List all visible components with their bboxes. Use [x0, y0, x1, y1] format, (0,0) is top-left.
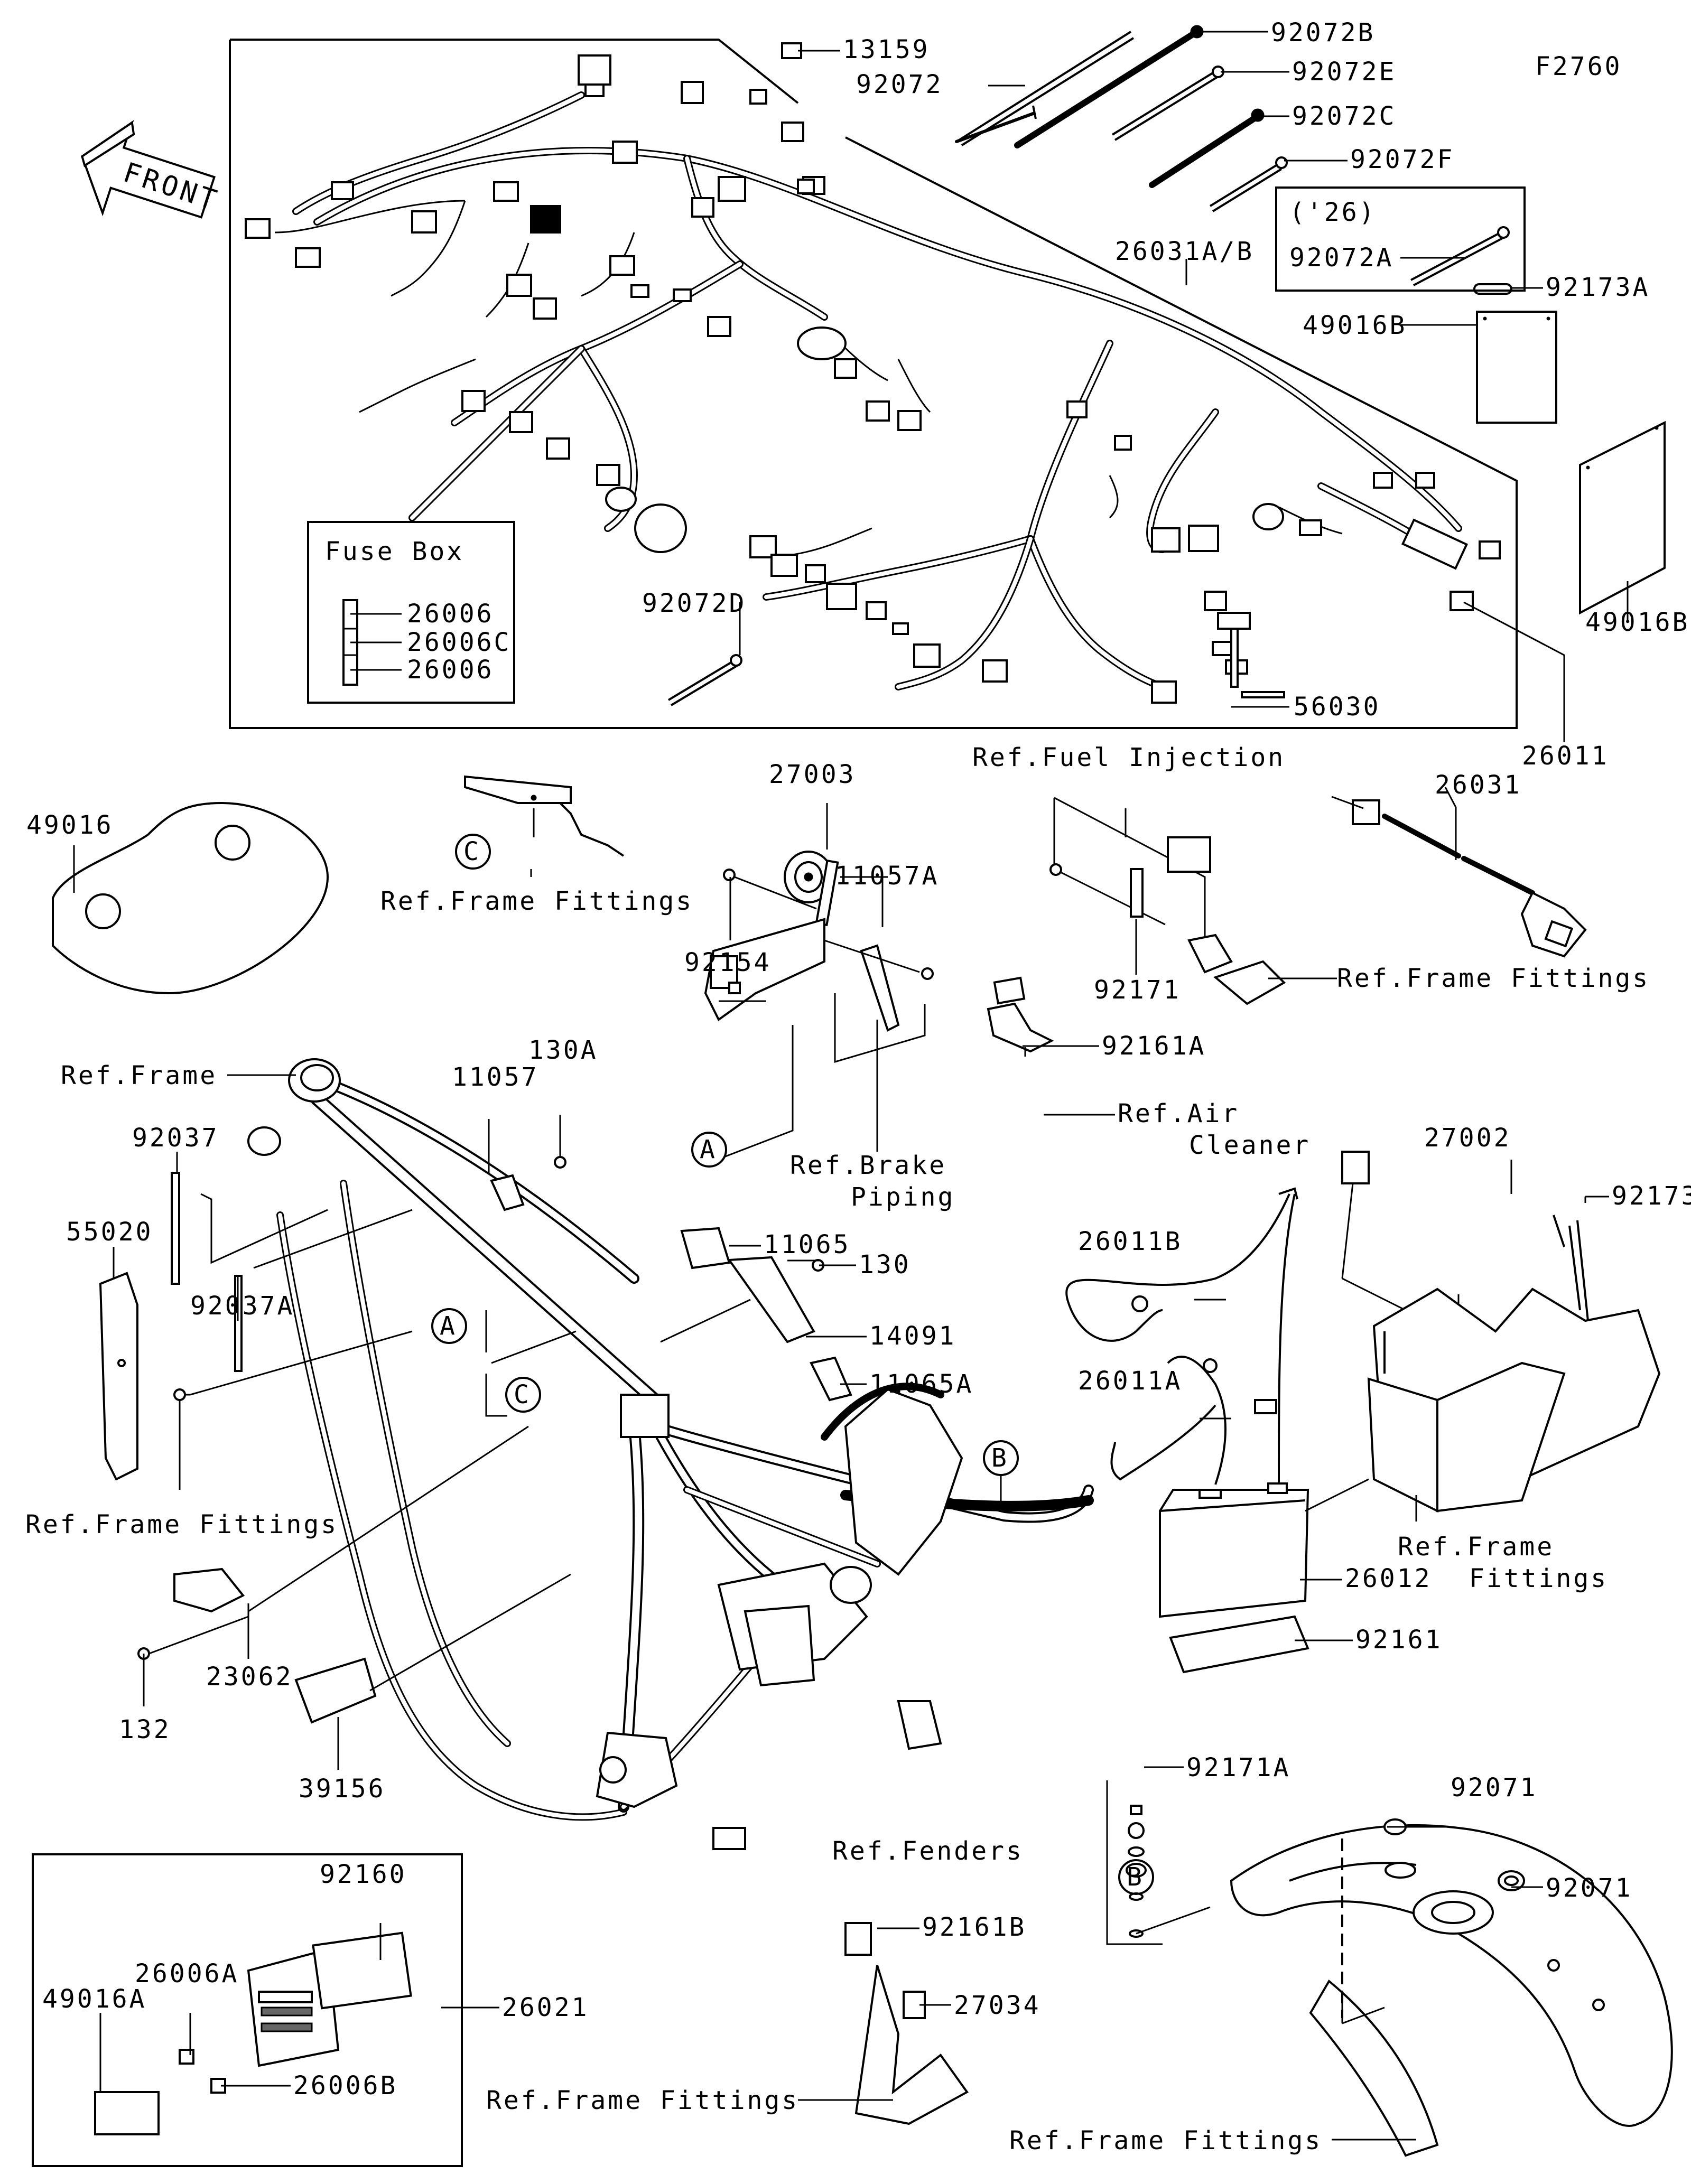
label-92072d: 92072D [642, 589, 746, 618]
frame-fitting-c [464, 775, 625, 857]
frame-small-parts [99, 836, 1211, 1724]
main-harness-group: Fuse Box 26006 26006C 26006 [229, 25, 1526, 729]
label-11065a: 11065A [869, 1369, 973, 1399]
label-132: 132 [119, 1715, 171, 1744]
label-92160: 92160 [320, 1860, 407, 1889]
fuel-injection-bracket [987, 797, 1286, 1053]
ref-frame-fittings-c: Ref.Frame Fittings [380, 886, 693, 916]
ecu-group [32, 1853, 463, 2167]
label-92154: 92154 [684, 948, 772, 977]
label-26012: 26012 [1345, 1564, 1432, 1593]
callout-b-fender: B [1127, 1862, 1144, 1892]
callout-c-top: C [463, 837, 481, 866]
rear-fender [1106, 1780, 1673, 2157]
fuse-26006-label: 26006 [407, 599, 494, 629]
label-26011: 26011 [1522, 741, 1609, 771]
label-sheets [52, 311, 1666, 995]
label-26006b: 26006B [293, 2071, 397, 2101]
label-26021: 26021 [502, 1993, 589, 2022]
label-11065: 11065 [764, 1230, 851, 1259]
label-92072f: 92072F [1350, 145, 1454, 174]
battery-case [1367, 1215, 1661, 1513]
label-130: 130 [859, 1250, 911, 1280]
label-92072a: 92072A [1289, 243, 1393, 273]
label-92072e: 92072E [1292, 57, 1396, 87]
label-11057a: 11057A [835, 861, 939, 891]
ref-frame-fittings-rear: Ref.Frame Fittings [1009, 2126, 1322, 2155]
label-92072b: 92072B [1271, 18, 1375, 48]
label-26006a: 26006A [135, 1959, 239, 1989]
sub-harness-26031 [1352, 799, 1587, 958]
relay-bracket [844, 1922, 1385, 2125]
callout-c-frame: C [514, 1380, 531, 1410]
ref-frame-fittings-right-1: Ref.Frame [1398, 1532, 1554, 1562]
ref-fenders: Ref.Fenders [832, 1836, 1024, 1866]
battery-assembly [1065, 1151, 1460, 1674]
ref-fuel-injection: Ref.Fuel Injection [972, 743, 1285, 772]
label-39156: 39156 [299, 1774, 386, 1804]
label-92171: 92171 [1094, 975, 1181, 1005]
label-92037: 92037 [132, 1123, 219, 1153]
label-92161: 92161 [1355, 1625, 1443, 1655]
ref-frame-fittings-left: Ref.Frame Fittings [25, 1510, 338, 1539]
label-27002: 27002 [1424, 1123, 1511, 1153]
label-26011a: 26011A [1078, 1366, 1182, 1396]
label-23062: 23062 [206, 1662, 293, 1692]
part-number-labels: 13159 92072 92072B 92072E 92072C 92072F … [26, 18, 1691, 2101]
cable-ties [667, 25, 1512, 706]
reference-labels: Ref.Frame Fittings Ref.Fuel Injection Re… [25, 743, 1650, 2155]
callout-a-top: A [700, 1135, 717, 1164]
label-92173: 92173 [1612, 1181, 1691, 1211]
horn-assembly [704, 851, 934, 1063]
diagram-code: F2760 [1535, 52, 1622, 81]
ref-brake-2: Piping [851, 1182, 955, 1212]
ref-brake-1: Ref.Brake [790, 1151, 946, 1180]
label-92072: 92072 [856, 70, 943, 99]
label-27034: 27034 [954, 1991, 1041, 2020]
year-note: ('26) [1289, 198, 1377, 227]
label-92071-1: 92071 [1451, 1773, 1538, 1803]
ref-frame-fittings-bottom: Ref.Frame Fittings [486, 2086, 799, 2115]
label-92161a: 92161A [1102, 1031, 1206, 1061]
harness-connectors [245, 54, 1501, 704]
label-49016b-2: 49016B [1585, 608, 1689, 637]
fuse-box-title: Fuse Box [325, 537, 464, 566]
label-14091: 14091 [869, 1321, 956, 1351]
fuse-26006-2-label: 26006 [407, 655, 494, 685]
front-arrow: FRONT [80, 120, 223, 219]
label-49016a: 49016A [42, 1984, 146, 2014]
label-56030: 56030 [1294, 692, 1381, 722]
label-26031: 26031 [1435, 770, 1522, 800]
label-130a: 130A [528, 1035, 598, 1065]
label-92171a: 92171A [1186, 1753, 1290, 1782]
ref-air-1: Ref.Air [1118, 1099, 1239, 1128]
label-13159: 13159 [843, 35, 930, 64]
callout-a-frame: A [440, 1311, 457, 1341]
label-26011b: 26011B [1078, 1227, 1182, 1256]
label-92072c: 92072C [1292, 101, 1396, 131]
ref-frame-fittings-fi: Ref.Frame Fittings [1337, 964, 1650, 993]
label-92037a: 92037A [190, 1291, 294, 1321]
label-49016b-1: 49016B [1303, 311, 1407, 340]
label-26031ab: 26031A/B [1115, 237, 1254, 266]
main-frame [247, 1058, 1094, 1850]
label-92071-2: 92071 [1546, 1873, 1633, 1903]
ref-frame: Ref.Frame [61, 1061, 217, 1090]
fuse-26006c-label: 26006C [407, 628, 511, 657]
callout-b-frame: B [991, 1443, 1009, 1473]
callout-markers: C A A C B B [431, 834, 1154, 1895]
label-92161b: 92161B [922, 1912, 1026, 1942]
ref-frame-fittings-right-2: Fittings [1469, 1564, 1608, 1593]
fuse-box-panel: Fuse Box 26006 26006C 26006 [307, 521, 515, 704]
label-92173a: 92173A [1546, 273, 1650, 302]
leader-lines [73, 31, 1629, 2141]
ref-air-2: Cleaner [1189, 1131, 1311, 1160]
label-27003: 27003 [769, 760, 856, 789]
label-55020: 55020 [66, 1217, 153, 1247]
label-11057: 11057 [452, 1062, 539, 1092]
label-49016: 49016 [26, 810, 114, 840]
